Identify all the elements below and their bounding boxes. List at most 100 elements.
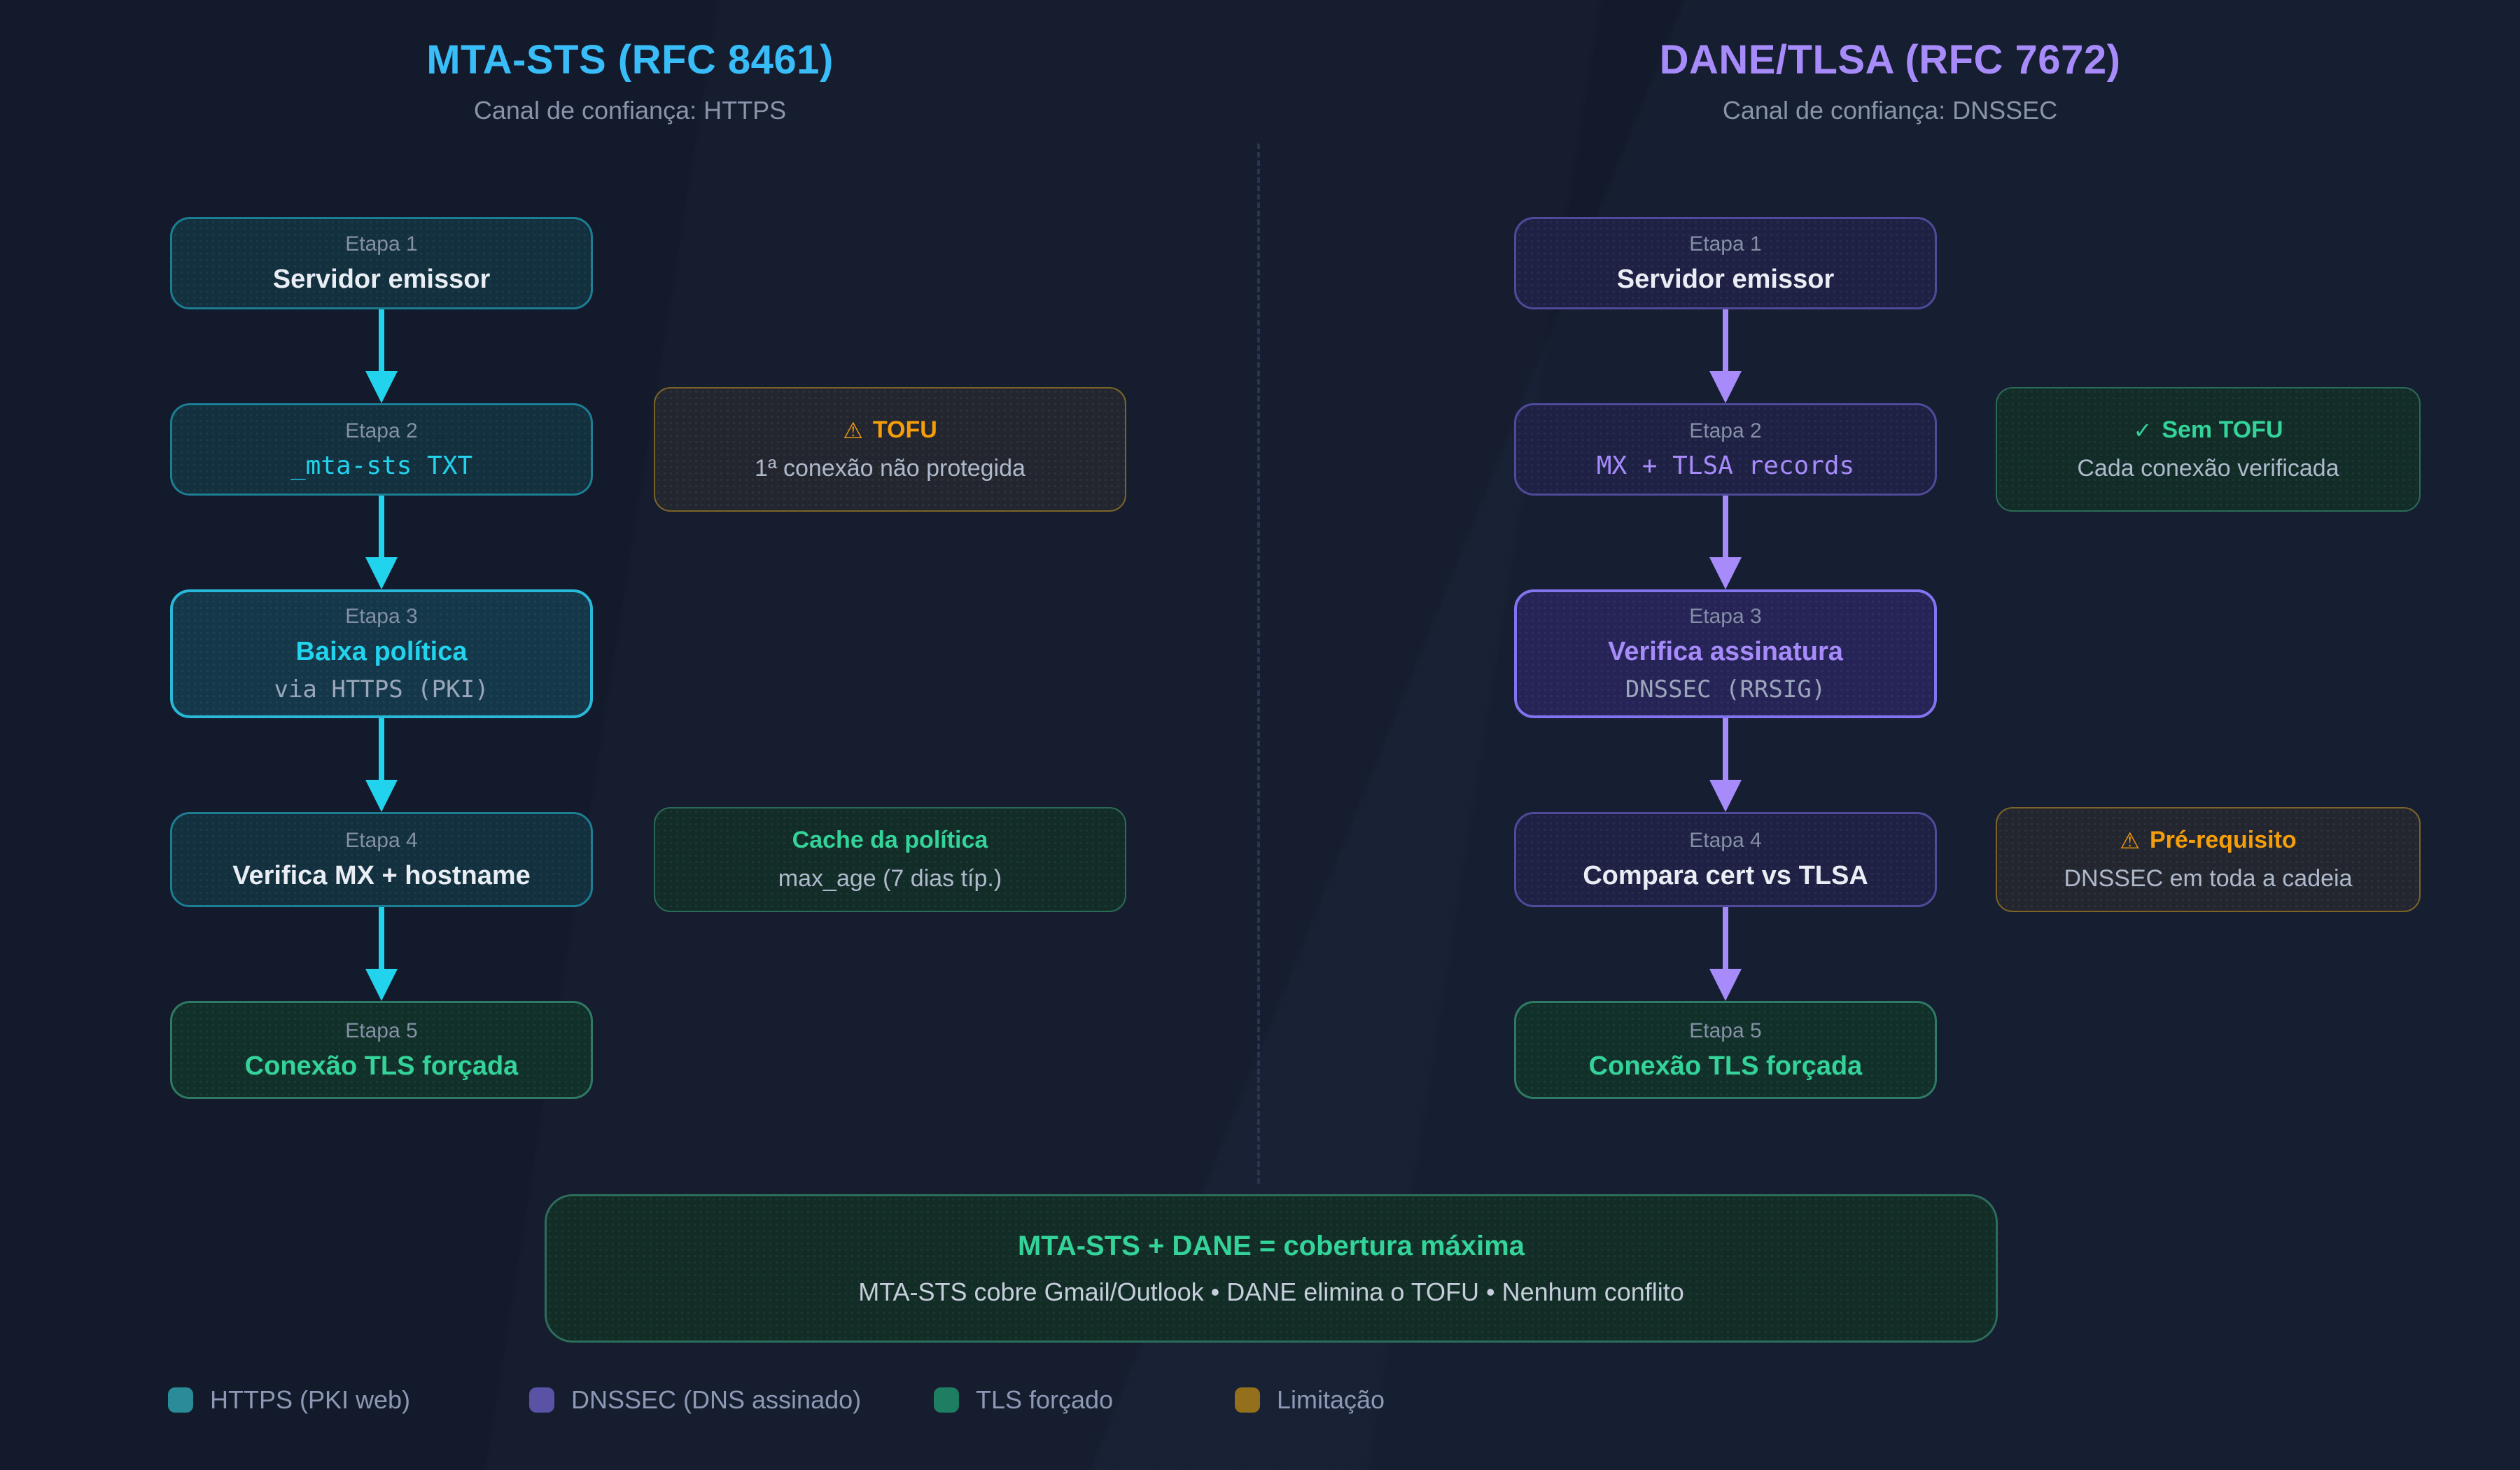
legend-item-tls: TLS forçado [934,1385,1113,1415]
step-title: Conexão TLS forçada [244,1051,519,1081]
dane-step-5: Etapa 5 Conexão TLS forçada [1514,1001,1937,1099]
down-arrow-icon [365,496,398,589]
down-arrow-icon [365,907,398,1001]
step-title: Compara cert vs TLSA [1583,860,1868,890]
mta-sts-title: MTA-STS (RFC 8461) [426,37,834,83]
step-label: Etapa 3 [1689,604,1762,628]
step-subtitle: via HTTPS (PKI) [274,675,489,704]
note-title: Cache da política [792,827,988,854]
down-arrow-icon [1709,496,1742,589]
dane-row-1: Etapa 1 Servidor emissor [1514,217,2421,309]
dane-step-4: Etapa 4 Compara cert vs TLSA [1514,812,1937,907]
legend-label: DNSSEC (DNS assinado) [571,1385,862,1414]
legend-label: TLS forçado [976,1385,1114,1414]
prerequisite-note: ⚠ Pré-requisito DNSSEC em toda a cadeia [1996,807,2421,912]
mta-sts-row-1: Etapa 1 Servidor emissor [170,217,1126,309]
mta-sts-row-5: Etapa 5 Conexão TLS forçada [170,1001,1126,1099]
mta-sts-flow: Etapa 1 Servidor emissor Etapa 2 _mta-st… [170,217,1126,1099]
down-arrow-icon [365,718,398,812]
step-title: Verifica assinatura [1608,636,1843,666]
flow-arrow-row [1514,309,1937,403]
step-title: Verifica MX + hostname [232,860,531,890]
note-title-text: Cache da política [792,827,988,853]
warning-icon: ⚠ [843,417,863,443]
tofu-note: ⚠ TOFU 1ª conexão não protegida [654,387,1126,512]
dane-title: DANE/TLSA (RFC 7672) [1659,37,2121,83]
note-title-text: Sem TOFU [2162,416,2283,443]
dane-step-2: Etapa 2 MX + TLSA records [1514,403,1937,496]
dane-subtitle: Canal de confiança: DNSSEC [1722,96,2058,125]
flow-arrow-row [1514,718,1937,812]
note-text: DNSSEC em toda a cadeia [2064,865,2353,892]
mta-sts-step-3: Etapa 3 Baixa política via HTTPS (PKI) [170,589,593,718]
note-title-text: TOFU [872,416,937,443]
mta-sts-subtitle: Canal de confiança: HTTPS [473,96,787,125]
dane-row-5: Etapa 5 Conexão TLS forçada [1514,1001,2421,1099]
summary-title: MTA-STS + DANE = cobertura máxima [1018,1230,1525,1261]
legend-label: HTTPS (PKI web) [210,1385,411,1414]
down-arrow-icon [1709,718,1742,812]
step-title: Conexão TLS forçada [1588,1051,1863,1081]
column-divider [1257,144,1260,1184]
flow-arrow-row [170,718,593,812]
dane-step-3: Etapa 3 Verifica assinatura DNSSEC (RRSI… [1514,589,1937,718]
note-text: max_age (7 dias típ.) [778,865,1002,892]
flow-arrow-row [170,309,593,403]
step-title: _mta-sts TXT [290,451,473,480]
step-label: Etapa 2 [345,419,418,442]
dane-step-1: Etapa 1 Servidor emissor [1514,217,1937,309]
https-color-swatch [168,1387,193,1413]
mta-sts-step-1: Etapa 1 Servidor emissor [170,217,593,309]
step-title: Servidor emissor [1616,264,1835,294]
dane-header: DANE/TLSA (RFC 7672) Canal de confiança:… [1470,36,2310,125]
mta-sts-step-5: Etapa 5 Conexão TLS forçada [170,1001,593,1099]
policy-cache-note: Cache da política max_age (7 dias típ.) [654,807,1126,912]
warning-icon: ⚠ [2120,827,2140,853]
mta-sts-row-3: Etapa 3 Baixa política via HTTPS (PKI) [170,589,1126,718]
step-title: Baixa política [295,636,468,666]
check-icon: ✓ [2133,417,2152,443]
note-title-text: Pré-requisito [2149,827,2297,853]
down-arrow-icon [365,309,398,403]
summary-text: MTA-STS cobre Gmail/Outlook • DANE elimi… [858,1277,1684,1306]
step-subtitle: DNSSEC (RRSIG) [1625,675,1826,704]
flow-arrow-row [170,907,593,1001]
mta-sts-step-4: Etapa 4 Verifica MX + hostname [170,812,593,907]
step-label: Etapa 4 [345,828,418,852]
dane-row-2: Etapa 2 MX + TLSA records ✓ Sem TOFU Cad… [1514,387,2421,512]
note-title: ✓ Sem TOFU [2134,416,2283,444]
flow-arrow-row [170,496,593,589]
flow-arrow-row [1514,907,1937,1001]
mta-sts-step-2: Etapa 2 _mta-sts TXT [170,403,593,496]
legend-item-dnssec: DNSSEC (DNS assinado) [529,1385,861,1415]
summary-banner: MTA-STS + DANE = cobertura máxima MTA-ST… [545,1194,1998,1343]
note-text: 1ª conexão não protegida [755,455,1026,482]
legend-item-limitation: Limitação [1235,1385,1385,1415]
step-label: Etapa 5 [345,1018,418,1042]
dnssec-color-swatch [529,1387,554,1413]
step-label: Etapa 1 [1689,232,1762,255]
step-title: MX + TLSA records [1596,451,1855,480]
note-title: ⚠ TOFU [843,416,937,444]
mta-sts-row-4: Etapa 4 Verifica MX + hostname Cache da … [170,807,1126,912]
legend-label: Limitação [1277,1385,1385,1414]
step-label: Etapa 4 [1689,828,1762,852]
dane-row-4: Etapa 4 Compara cert vs TLSA ⚠ Pré-requi… [1514,807,2421,912]
step-label: Etapa 2 [1689,419,1762,442]
mta-sts-header: MTA-STS (RFC 8461) Canal de confiança: H… [210,36,1050,125]
note-title: ⚠ Pré-requisito [2120,827,2296,854]
mta-sts-row-2: Etapa 2 _mta-sts TXT ⚠ TOFU 1ª conexão n… [170,387,1126,512]
step-label: Etapa 1 [345,232,418,255]
tls-color-swatch [934,1387,959,1413]
step-title: Servidor emissor [272,264,491,294]
dane-flow: Etapa 1 Servidor emissor Etapa 2 MX + TL… [1514,217,2421,1099]
step-label: Etapa 3 [345,604,418,628]
limitation-color-swatch [1235,1387,1260,1413]
no-tofu-note: ✓ Sem TOFU Cada conexão verificada [1996,387,2421,512]
legend-item-https: HTTPS (PKI web) [168,1385,410,1415]
dane-row-3: Etapa 3 Verifica assinatura DNSSEC (RRSI… [1514,589,2421,718]
flow-arrow-row [1514,496,1937,589]
note-text: Cada conexão verificada [2077,455,2339,482]
step-label: Etapa 5 [1689,1018,1762,1042]
down-arrow-icon [1709,907,1742,1001]
